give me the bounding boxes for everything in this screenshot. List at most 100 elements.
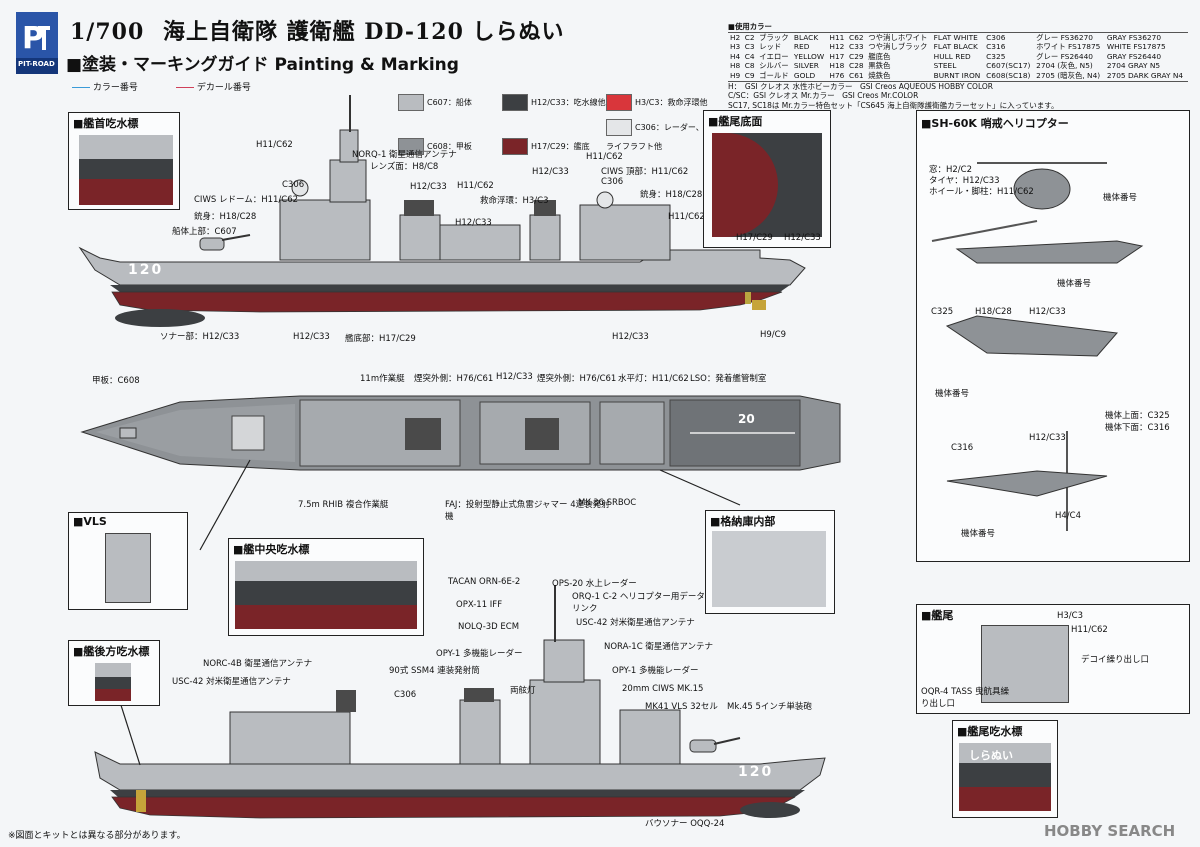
label-heli-lower: 機体下面：C316 [1105,423,1170,433]
label-liferaft: 救命浮環：H3/C3 [480,196,549,206]
stern-name: しらぬい [969,749,1013,762]
paint-cell: H76 [829,70,845,80]
scale: 1/700 [70,19,145,45]
paint-cell: C2 [744,32,755,42]
paint-cell: C306 [986,32,1006,42]
paint-cell: 艦底色 [868,51,891,61]
swatch-item: H3/C3：救命浮環他 [606,92,710,111]
swatch-color [398,138,424,155]
paint-cell: 黒鉄色 [868,61,891,71]
label-h9c9: H9/C9 [760,330,787,340]
paint-cell: GRAY FS26440 [1106,51,1162,61]
legend-color: カラー番号 [72,80,138,93]
label-hull-top: 船体上部：C607 [172,227,237,237]
label-h11c62-c: H11/C62 [586,152,623,162]
label-c325: C325 [931,307,954,317]
paint-cell: RED [793,42,810,52]
hull-number-top: 120 [128,262,164,278]
swatch-label: C607：船体 [427,98,472,107]
label-decoy: デコイ繰り出し口 [1081,655,1150,665]
swatch-color [606,94,632,111]
label-sonar: ソナー部：H12/C33 [160,332,240,342]
swatch-label: C306：レーダー、ライフラフト他 [606,123,704,151]
panel-vls: ■VLS [68,512,188,610]
paint-note-1: H： GSI クレオス 水性ホビーカラー GSI Creos AQUEOUS H… [728,81,993,91]
paint-cell: GOLD [793,70,816,80]
label-tass: OQR-4 TASS 曳航具繰り出し口 [921,687,1009,709]
label-ssm: 90式 SSM4 連装発射筒 [389,666,480,676]
label-ops20: OPS-20 水上レーダー [552,579,637,589]
paint-cell: SILVER [793,61,819,71]
paint-cell: 2705 DARK GRAY N4 [1106,70,1184,80]
footnote: ※図面とキットとは異なる部分があります。 [8,831,186,841]
label-h11c62-b: H11/C62 [457,181,494,191]
paint-cell: C316 [986,42,1006,52]
label-h12c33-d: H12/C33 [293,332,330,342]
paint-cell: C3 [744,42,755,52]
label-boat: 11m作業艇 [360,374,405,384]
page-subtitle: ■塗装・マーキングガイド Painting & Marking [66,55,459,75]
label-bottom: 艦底部：H17/C29 [345,334,416,344]
paint-cell: WHITE FS17875 [1106,42,1166,52]
swatch-color [502,94,528,111]
paint-cell: BLACK [793,32,819,42]
hull-number-bottom: 120 [738,764,774,780]
paint-cell: STEEL [933,61,957,71]
label-usc42-b: USC-42 対米衛星通信アンテナ [172,677,291,687]
label-usc42-a: USC-42 対米衛星通信アンテナ [576,618,695,628]
paint-cell: C607(SC17) [986,61,1031,71]
paint-cell: FLAT BLACK [933,42,978,52]
label-h12c33-b: H12/C33 [532,167,569,177]
label-c306-b: C306 [601,177,624,187]
label-h12c33-e: H12/C33 [612,332,649,342]
label-stern-h12c33: H12/C33 [784,233,821,243]
label-c306: C306 [282,180,305,190]
watermark: HOBBY SEARCH [1044,822,1176,840]
paint-note-3: SC17, SC18は Mr.カラー特色セット「CS645 海上自衛隊護衛艦カラ… [728,100,1059,110]
label-heli-h18c28: H18/C28 [975,307,1012,317]
label-lso: LSO：発着艦管制室 [690,374,767,384]
swatch-label: C608：甲板 [427,142,472,151]
paint-cell: BURNT IRON [933,70,981,80]
paint-cell: レッド [759,42,782,52]
swatch-item: H17/C29：艦底 [502,136,606,155]
label-vls-mk41: MK41 VLS 32セル [645,702,718,712]
swatch-color [398,94,424,111]
label-c316: C316 [951,443,974,453]
paint-cell: H4 [730,51,741,61]
paint-cell: C8 [744,61,755,71]
deck-number: 20 [738,412,755,426]
legend-decal: デカール番号 [176,80,251,93]
label-norq1: NORQ-1 衛星通信アンテナ [352,150,457,160]
paint-cell: イエロー [759,51,789,61]
panel-aft-draft: ■艦後方吃水標 [68,640,160,706]
label-heli-upper: 機体上面：C325 [1105,411,1170,421]
paint-cell: C62 [849,32,864,42]
label-c306-c: C306 [394,690,417,700]
logo-text: PIT-ROAD [18,60,55,68]
label-tacan: TACAN ORN-6E-2 [448,577,521,587]
paint-cell: グレー FS26440 [1036,51,1093,61]
paint-table-heading: ■使用カラー [728,22,772,31]
paint-cell: シルバー [759,61,789,71]
swatch-label: H12/C33：吃水線他 [531,98,606,107]
label-funnel-1: 煙突外側：H76/C61 [414,374,494,384]
label-barrel: 銃身：H18/C28 [640,190,703,200]
paint-cell: FLAT WHITE [933,32,978,42]
paint-cell: H8 [730,61,741,71]
label-h11c62: H11/C62 [256,140,293,150]
panel-bow-draft: ■艦首吃水標 [68,112,180,210]
label-horizon-light: 水平灯：H11/C62 [618,374,689,384]
paint-cell: 焼鉄色 [868,70,891,80]
paint-cell: C608(SC18) [986,70,1031,80]
swatch-item: C608：甲板 [398,136,502,155]
panel-mid-draft: ■艦中央吃水標 [228,538,424,636]
paint-cell: H2 [730,32,741,42]
paint-cell: H12 [829,42,845,52]
label-opy1-a: OPY-1 多機能レーダー [436,649,523,659]
paint-cell: H3 [730,42,741,52]
